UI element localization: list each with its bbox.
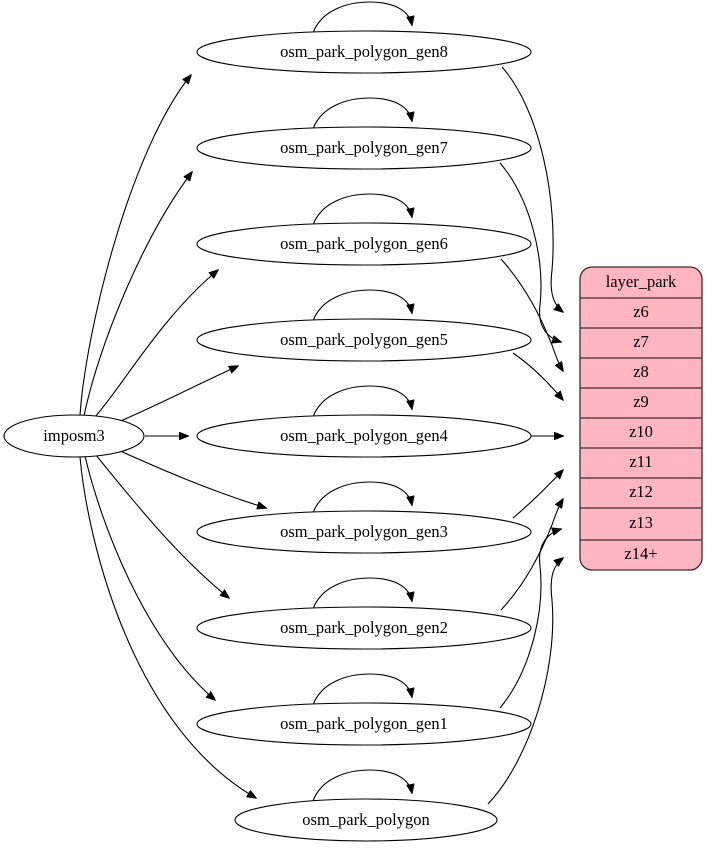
- self-loop-gen5: [312, 289, 412, 322]
- edge-gen6-to-z8: [500, 258, 563, 371]
- node-label-polygon: osm_park_polygon: [302, 810, 429, 829]
- table-rows: z6 z7 z8 z9 z10 z11 z12 z13 z14+: [624, 302, 657, 563]
- table-row-z9[interactable]: z9: [633, 392, 649, 411]
- ellipse-nodes: osm_park_polygon_gen8 osm_park_polygon_g…: [196, 30, 532, 842]
- edge-imposm3-to-polygon: [79, 456, 256, 798]
- edge-gen3-to-z11: [512, 470, 563, 519]
- node-osm_park_polygon_gen5[interactable]: osm_park_polygon_gen5: [196, 318, 532, 362]
- edge-gen1-to-z13: [499, 529, 561, 709]
- node-osm_park_polygon_gen8[interactable]: osm_park_polygon_gen8: [196, 30, 532, 74]
- table-row-z11[interactable]: z11: [629, 452, 652, 471]
- node-osm_park_polygon_gen2[interactable]: osm_park_polygon_gen2: [196, 606, 532, 650]
- table-row-z13[interactable]: z13: [629, 513, 653, 532]
- node-osm_park_polygon_gen4[interactable]: osm_park_polygon_gen4: [196, 414, 532, 458]
- self-loop-gen6: [312, 193, 412, 226]
- edge-imposm3-to-gen8: [79, 75, 191, 416]
- self-loop-edges: [312, 1, 412, 802]
- node-osm_park_polygon_gen1[interactable]: osm_park_polygon_gen1: [196, 702, 532, 746]
- self-loop-gen1: [312, 673, 412, 706]
- edge-imposm3-to-gen6: [93, 270, 218, 419]
- edge-gen2-to-z12: [500, 499, 563, 611]
- node-label-gen8: osm_park_polygon_gen8: [280, 42, 448, 61]
- node-label-gen1: osm_park_polygon_gen1: [280, 714, 448, 733]
- table-row-z12[interactable]: z12: [629, 482, 653, 501]
- edges-from-imposm3: [79, 75, 266, 798]
- edge-imposm3-to-gen2: [94, 453, 229, 598]
- node-label-gen4: osm_park_polygon_gen4: [280, 426, 448, 445]
- self-loop-gen4: [312, 385, 412, 418]
- node-label-gen7: osm_park_polygon_gen7: [280, 138, 448, 157]
- node-imposm3[interactable]: imposm3: [3, 414, 145, 458]
- node-label-gen3: osm_park_polygon_gen3: [280, 522, 448, 541]
- edge-gen8-to-z6: [501, 66, 563, 312]
- table-row-separators: [580, 297, 702, 541]
- node-osm_park_polygon_gen7[interactable]: osm_park_polygon_gen7: [196, 126, 532, 170]
- node-label-gen2: osm_park_polygon_gen2: [280, 618, 448, 637]
- table-outline: [579, 266, 703, 571]
- edges-to-layer-park: [487, 66, 563, 805]
- edge-gen5-to-z9: [512, 352, 563, 400]
- node-osm_park_polygon_gen3[interactable]: osm_park_polygon_gen3: [196, 510, 532, 554]
- self-loop-polygon: [312, 769, 412, 802]
- table-row-z14plus[interactable]: z14+: [624, 544, 657, 563]
- table-row-z6[interactable]: z6: [633, 302, 649, 321]
- node-osm_park_polygon[interactable]: osm_park_polygon: [234, 798, 498, 842]
- table-row-z7[interactable]: z7: [633, 332, 649, 351]
- self-loop-gen7: [312, 97, 412, 130]
- self-loop-gen3: [312, 481, 412, 514]
- edge-imposm3-to-gen7: [83, 172, 192, 417]
- edge-imposm3-to-gen3: [117, 449, 266, 508]
- table-row-z8[interactable]: z8: [633, 362, 649, 381]
- edge-imposm3-to-gen1: [84, 455, 215, 700]
- edge-imposm3-to-gen5: [117, 366, 238, 423]
- node-label-imposm3: imposm3: [43, 426, 104, 445]
- self-loop-gen8: [312, 1, 412, 34]
- node-layer_park-table[interactable]: layer_park z6 z7 z8 z9 z10: [579, 266, 703, 571]
- table-row-z10[interactable]: z10: [629, 422, 653, 441]
- node-osm_park_polygon_gen6[interactable]: osm_park_polygon_gen6: [196, 222, 532, 266]
- edge-polygon-to-z14: [487, 558, 563, 805]
- table-header-layer_park: layer_park: [606, 272, 677, 291]
- node-label-gen5: osm_park_polygon_gen5: [280, 330, 448, 349]
- table-header-label: layer_park: [606, 272, 677, 291]
- node-label-gen6: osm_park_polygon_gen6: [280, 234, 448, 253]
- self-loop-gen2: [312, 577, 412, 610]
